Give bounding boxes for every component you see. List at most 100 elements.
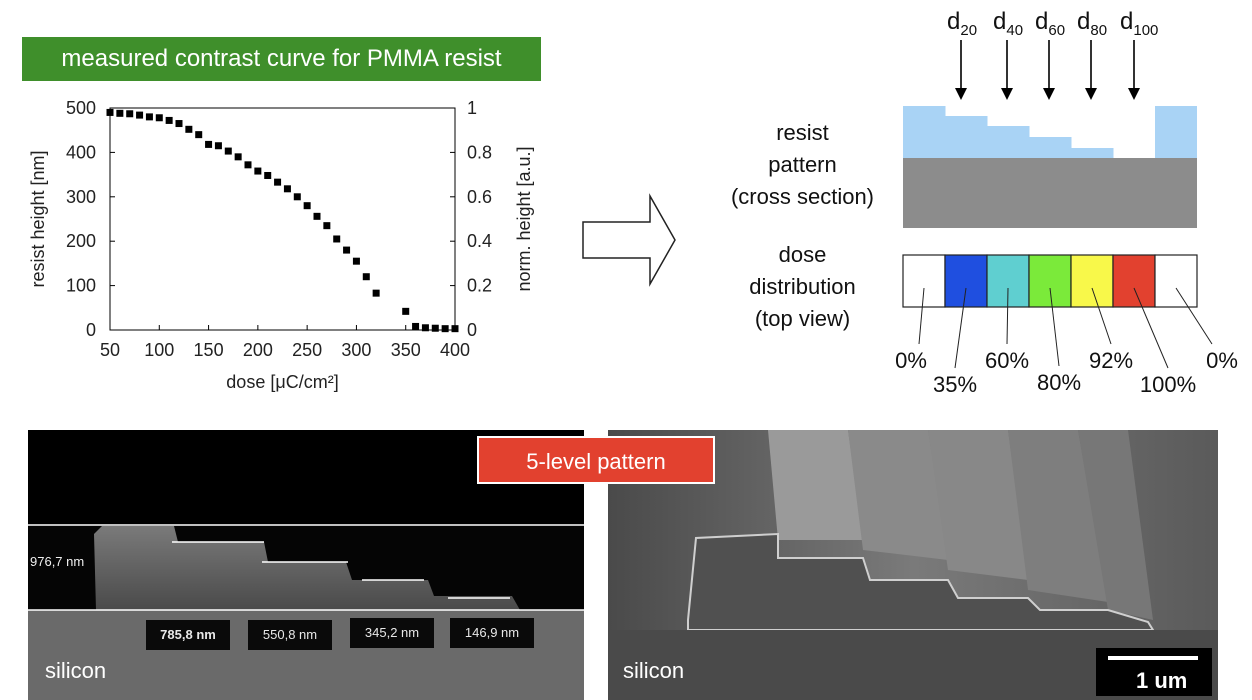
- percent-label: 100%: [1140, 372, 1196, 397]
- scale-bar-label: 1 um: [1136, 668, 1188, 693]
- data-point: [303, 202, 311, 210]
- data-point: [145, 113, 153, 121]
- data-point: [313, 212, 321, 220]
- down-arrow-icon: [1043, 40, 1055, 100]
- data-point: [293, 193, 301, 201]
- dose-swatch: [902, 254, 946, 308]
- five-level-pattern-banner: 5-level pattern: [477, 436, 715, 484]
- percent-label: 80%: [1037, 370, 1081, 395]
- y2-tick-label: 0.2: [467, 276, 492, 296]
- dose-label: d60: [1035, 8, 1066, 39]
- data-point: [343, 246, 351, 254]
- dose-distribution-label: dose distribution (top view): [749, 242, 856, 331]
- arrow-head: [1128, 88, 1140, 100]
- plot-frame: [109, 107, 456, 331]
- data-point: [402, 307, 410, 315]
- dose-label: d40: [993, 8, 1024, 39]
- y-tick-label: 500: [66, 98, 96, 118]
- y2-axis-label: norm. height [a.u.]: [514, 146, 534, 291]
- x-tick-label: 200: [243, 340, 273, 360]
- total-height-label: 976,7 nm: [30, 554, 85, 569]
- data-point: [234, 153, 242, 161]
- data-point: [224, 147, 232, 155]
- step-height-label: 345,2 nm: [350, 618, 434, 648]
- percent-label: 60%: [985, 348, 1029, 373]
- data-point: [175, 120, 183, 128]
- data-point: [155, 114, 163, 122]
- down-arrow-icon: [1085, 40, 1097, 100]
- data-point: [352, 257, 360, 265]
- data-point: [451, 325, 459, 333]
- data-point: [323, 222, 331, 230]
- percent-leader: [1006, 287, 1009, 345]
- y2-tick-label: 0.8: [467, 142, 492, 162]
- data-point: [106, 108, 114, 116]
- data-point: [244, 161, 252, 169]
- percent-leader: [918, 287, 925, 345]
- dose-swatch: [944, 254, 988, 308]
- data-point: [165, 116, 173, 124]
- down-arrow-icon: [955, 40, 967, 100]
- down-arrow-icon: [1001, 40, 1013, 100]
- y-tick-label: 300: [66, 187, 96, 207]
- resist-step: [903, 106, 946, 158]
- arrow-head: [1001, 88, 1013, 100]
- data-point: [333, 235, 341, 243]
- silicon-label: silicon: [623, 658, 685, 683]
- dose-swatch: [1154, 254, 1198, 308]
- y-axis-label: resist height [nm]: [28, 150, 48, 287]
- x-tick-label: 100: [144, 340, 174, 360]
- y-tick-label: 400: [66, 142, 96, 162]
- data-point: [264, 171, 272, 179]
- data-point: [412, 322, 420, 330]
- step-height-label: 550,8 nm: [248, 620, 332, 650]
- step-height-label: 146,9 nm: [450, 618, 534, 648]
- resist-step: [945, 116, 988, 158]
- y-tick-label: 100: [66, 276, 96, 296]
- y-tick-label: 0: [86, 320, 96, 340]
- y-tick-label: 200: [66, 231, 96, 251]
- sem-right-picture: [608, 430, 1218, 700]
- x-tick-label: 400: [440, 340, 470, 360]
- data-point: [441, 325, 449, 333]
- arrow-head: [1085, 88, 1097, 100]
- dose-label: d100: [1120, 8, 1159, 39]
- x-tick-label: 350: [391, 340, 421, 360]
- resist-step: [1071, 148, 1114, 158]
- dose-swatch: [1112, 254, 1156, 308]
- dose-label: d80: [1077, 8, 1108, 39]
- data-point: [431, 324, 439, 332]
- dose-swatch: [1028, 254, 1072, 308]
- arrow-head: [955, 88, 967, 100]
- data-point: [205, 140, 213, 148]
- data-point: [421, 324, 429, 332]
- data-point: [136, 111, 144, 119]
- percent-leader: [1091, 287, 1112, 345]
- data-point: [274, 178, 282, 186]
- silicon-label: silicon: [45, 658, 107, 683]
- percent-leader: [1175, 287, 1213, 345]
- resist-cross-section: [903, 106, 1197, 228]
- x-tick-label: 50: [100, 340, 120, 360]
- percent-label: 35%: [933, 372, 977, 397]
- resist-step: [987, 126, 1030, 158]
- resist-step: [1029, 137, 1072, 158]
- dose-distribution-swatches: 0%35%60%80%92%100%0%: [896, 254, 1238, 397]
- data-point: [195, 131, 203, 139]
- down-arrow-icon: [1128, 40, 1140, 100]
- data-point: [372, 289, 380, 297]
- dose-label: d20: [947, 8, 978, 39]
- percent-leader: [1049, 287, 1060, 367]
- data-point: [126, 110, 134, 118]
- arrow-head: [1043, 88, 1055, 100]
- percent-leader: [1133, 287, 1169, 369]
- percent-leader: [954, 287, 967, 369]
- x-tick-label: 300: [341, 340, 371, 360]
- x-tick-label: 150: [194, 340, 224, 360]
- percent-label: 92%: [1089, 348, 1133, 373]
- data-point: [116, 109, 124, 117]
- y2-tick-label: 1: [467, 98, 477, 118]
- data-point: [254, 167, 262, 175]
- resist-pattern-label: resist pattern (cross section): [730, 120, 875, 209]
- percent-label: 0%: [896, 348, 927, 373]
